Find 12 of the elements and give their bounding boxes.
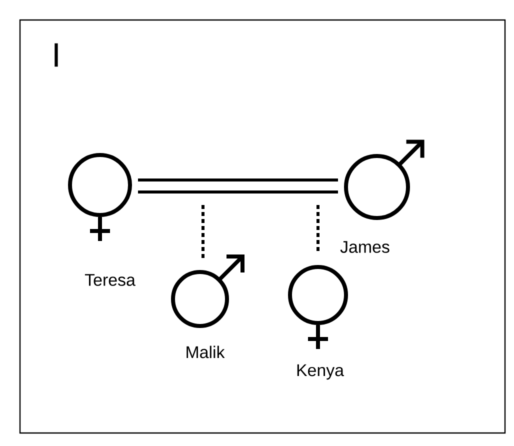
male-symbol bbox=[171, 254, 244, 328]
descent-line bbox=[316, 205, 320, 253]
name-label: Teresa bbox=[84, 274, 136, 286]
name-label: James bbox=[340, 241, 390, 253]
descent-line bbox=[202, 205, 204, 258]
female-symbol bbox=[68, 153, 132, 241]
male-symbol bbox=[344, 140, 424, 220]
marriage-line bbox=[138, 178, 338, 194]
title: I bbox=[54, 43, 58, 67]
name-label: Kenya bbox=[297, 364, 344, 380]
name-label: Malik bbox=[186, 346, 225, 358]
female-symbol bbox=[288, 265, 348, 349]
